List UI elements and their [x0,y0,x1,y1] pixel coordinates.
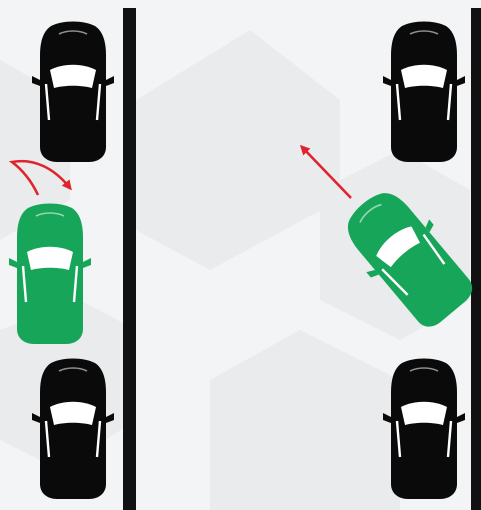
black-car-icon [32,359,114,500]
green-car-icon [9,204,91,345]
black-car-icon [383,359,465,500]
right-curb [471,8,481,510]
black-car-icon [383,22,465,163]
left-curb [123,8,136,510]
black-car-icon [32,22,114,163]
